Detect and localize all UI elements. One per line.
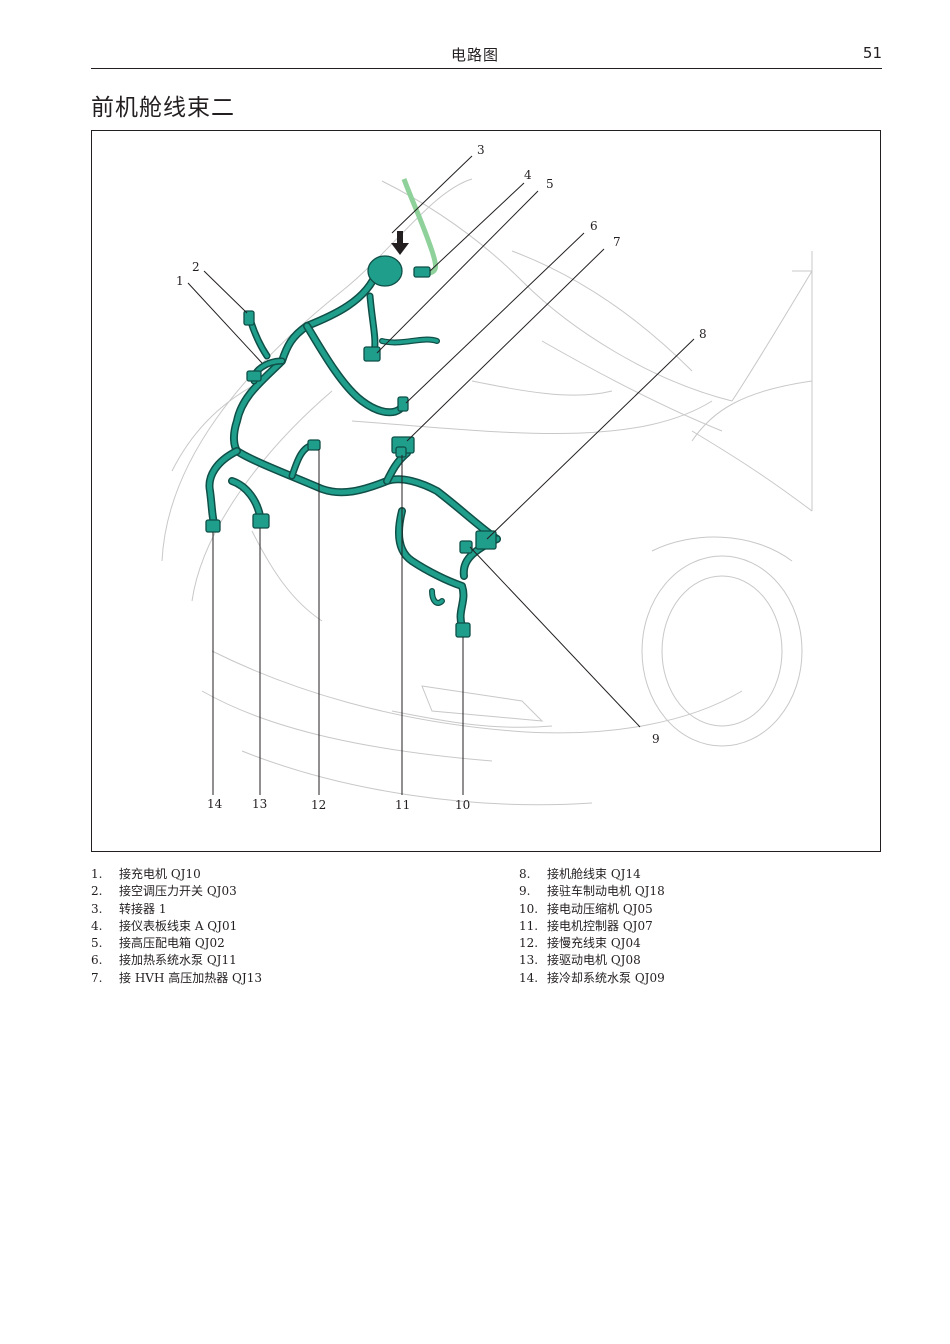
- legend-item: 13.接驱动电机 QJ08: [519, 953, 641, 968]
- callout-4: 4: [524, 168, 532, 182]
- callout-6: 6: [590, 219, 598, 233]
- callout-numbers: 1 2 3 4 5 6 7 8 9 10 11 12 13 14: [176, 143, 707, 812]
- legend-item: 6.接加热系统水泵 QJ11: [91, 953, 237, 968]
- connector-6: [397, 396, 409, 412]
- legend-right: 8.接机舱线束 QJ14 9.接驻车制动电机 QJ18 10.接电动压缩机 QJ…: [519, 866, 879, 987]
- legend-item: 10.接电动压缩机 QJ05: [519, 901, 653, 916]
- section-title: 前机舱线束二: [91, 95, 235, 121]
- legend-item: 11.接电机控制器 QJ07: [519, 918, 653, 933]
- callout-10: 10: [455, 798, 470, 812]
- callout-11: 11: [395, 798, 410, 812]
- callout-13: 13: [252, 797, 267, 811]
- callout-14: 14: [207, 797, 223, 811]
- harness-figure: 1 2 3 4 5 6 7 8 9 10 11 12 13 14: [91, 130, 881, 852]
- connector-10: [455, 622, 471, 638]
- connector-4: [413, 266, 431, 278]
- callout-1: 1: [176, 274, 184, 288]
- legend-item: 7.接 HVH 高压加热器 QJ13: [91, 970, 262, 985]
- legend-left: 1.接充电机 QJ10 2.接空调压力开关 QJ03 3.转接器 1 4.接仪表…: [91, 866, 451, 987]
- connector-12: [307, 439, 321, 451]
- connector-11: [395, 446, 407, 458]
- connector-9: [459, 540, 473, 554]
- connector-14: [205, 519, 221, 533]
- callout-7: 7: [613, 235, 621, 249]
- connector-1: [246, 370, 262, 382]
- page-number: 51: [862, 44, 882, 62]
- connector-2: [243, 310, 255, 326]
- legend-item: 9.接驻车制动电机 QJ18: [519, 884, 665, 899]
- legend-item: 3.转接器 1: [91, 901, 167, 916]
- callout-2: 2: [192, 260, 200, 274]
- legend-item: 5.接高压配电箱 QJ02: [91, 936, 225, 951]
- callout-3: 3: [477, 143, 485, 157]
- legend-item: 14.接冷却系统水泵 QJ09: [519, 970, 665, 985]
- connector-5: [363, 346, 381, 362]
- callout-8: 8: [699, 327, 707, 341]
- header-title: 电路图: [450, 46, 499, 64]
- connector-13: [252, 513, 270, 529]
- legend-item: 4.接仪表板线束 A QJ01: [91, 918, 238, 933]
- header-rule: [91, 68, 882, 69]
- leader-lines: [187, 155, 695, 795]
- callout-12: 12: [311, 798, 326, 812]
- legend-item: 1.接充电机 QJ10: [91, 867, 201, 881]
- legend-item: 8.接机舱线束 QJ14: [519, 867, 641, 881]
- legend-item: 12.接慢充线束 QJ04: [519, 936, 641, 951]
- legend-item: 2.接空调压力开关 QJ03: [91, 884, 237, 899]
- callout-9: 9: [652, 732, 660, 746]
- adapter-arrow-icon: [391, 231, 409, 255]
- adapter-cable: [401, 178, 438, 276]
- adapter-connector: [367, 255, 403, 287]
- car-outline: [161, 178, 813, 806]
- callout-5: 5: [546, 177, 554, 191]
